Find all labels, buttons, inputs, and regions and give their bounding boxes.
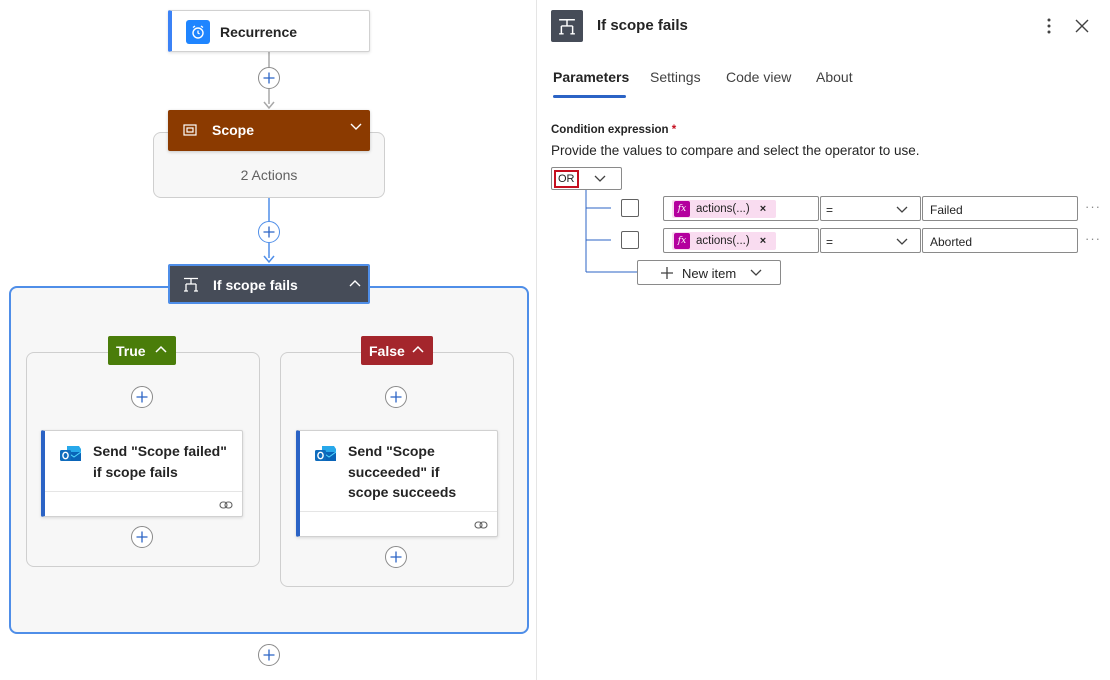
left-operand-field[interactable]: fx actions(...) × <box>663 196 819 221</box>
panel-title[interactable]: If scope fails <box>597 17 688 34</box>
remove-token-icon[interactable]: × <box>759 203 767 215</box>
link-icon <box>474 521 488 529</box>
token-text: actions(...) <box>696 235 750 247</box>
chevron-down-icon[interactable] <box>350 123 362 131</box>
plus-icon <box>263 649 275 661</box>
scope-header[interactable]: Scope <box>168 110 370 151</box>
operator-dropdown[interactable]: = <box>820 196 921 221</box>
group-operator-value: OR <box>554 170 579 188</box>
plus-icon <box>263 226 275 238</box>
plus-icon <box>661 267 673 279</box>
row-more-icon[interactable]: ··· <box>1085 231 1101 246</box>
false-branch-label[interactable]: False <box>361 336 433 365</box>
row-checkbox[interactable] <box>621 231 639 249</box>
chevron-down-icon <box>896 206 908 213</box>
outlook-icon <box>60 446 82 461</box>
scope-action-count: 2 Actions <box>240 167 298 183</box>
chevron-down-icon <box>750 269 762 276</box>
chevron-up-icon[interactable] <box>349 279 361 287</box>
chevron-up-icon[interactable] <box>411 342 425 356</box>
card-divider <box>45 491 242 492</box>
remove-token-icon[interactable]: × <box>759 235 767 247</box>
plus-icon <box>136 391 148 403</box>
insert-step-button[interactable] <box>131 526 153 548</box>
right-operand-value: Failed <box>930 203 963 217</box>
operator-value: = <box>826 235 834 249</box>
scope-icon <box>183 124 197 136</box>
details-panel: If scope fails Parameters Settings Code … <box>536 0 1110 680</box>
condition-expression-label: Condition expression * <box>551 124 676 136</box>
insert-step-button[interactable] <box>258 67 280 89</box>
group-operator-dropdown[interactable]: OR <box>551 167 622 190</box>
condition-tree-lines <box>585 190 638 273</box>
insert-step-button[interactable] <box>385 546 407 568</box>
row-checkbox[interactable] <box>621 199 639 217</box>
plus-icon <box>136 531 148 543</box>
operator-dropdown[interactable]: = <box>820 228 921 253</box>
right-operand-value: Aborted <box>930 235 973 249</box>
link-icon <box>219 501 233 509</box>
card-divider <box>300 511 497 512</box>
row-more-icon[interactable]: ··· <box>1085 199 1101 214</box>
action-title: Send "Scope succeeded" if scope succeeds <box>348 443 457 500</box>
insert-step-button[interactable] <box>258 221 280 243</box>
plus-icon <box>263 72 275 84</box>
chevron-up-icon[interactable] <box>154 342 168 356</box>
right-operand-field[interactable]: Failed <box>922 196 1078 221</box>
expression-token[interactable]: fx actions(...) × <box>672 200 776 218</box>
action-card-scope-failed[interactable]: Send "Scope failed" if scope fails <box>41 430 243 517</box>
function-icon: fx <box>674 201 690 217</box>
new-item-button[interactable]: New item <box>637 260 781 285</box>
expression-token[interactable]: fx actions(...) × <box>672 232 776 250</box>
tab-code-view[interactable]: Code view <box>726 69 792 85</box>
condition-header[interactable]: If scope fails <box>168 264 370 304</box>
condition-title: If scope fails <box>213 277 298 293</box>
tab-settings[interactable]: Settings <box>650 69 701 85</box>
alarm-clock-icon <box>186 20 210 44</box>
recurrence-trigger-card[interactable]: Recurrence <box>168 10 370 52</box>
scope-title: Scope <box>212 122 255 138</box>
true-branch-text: True <box>116 342 146 359</box>
operator-value: = <box>826 203 834 217</box>
tab-about[interactable]: About <box>816 69 853 85</box>
workflow-designer-canvas[interactable]: Recurrence 2 Actions Scope If scope fail… <box>0 0 536 680</box>
condition-icon <box>551 10 583 42</box>
plus-icon <box>390 551 402 563</box>
outlook-icon <box>315 446 337 461</box>
function-icon: fx <box>674 233 690 249</box>
left-operand-field[interactable]: fx actions(...) × <box>663 228 819 253</box>
new-item-label: New item <box>682 266 737 281</box>
condition-label-text: Condition expression <box>551 124 669 136</box>
recurrence-title: Recurrence <box>220 24 298 40</box>
active-tab-indicator <box>553 95 626 98</box>
more-options-icon[interactable] <box>1045 17 1053 35</box>
plus-icon <box>390 391 402 403</box>
insert-step-button[interactable] <box>385 386 407 408</box>
condition-description: Provide the values to compare and select… <box>551 143 920 158</box>
action-card-scope-succeeded[interactable]: Send "Scope succeeded" if scope succeeds <box>296 430 498 537</box>
chevron-down-icon <box>896 238 908 245</box>
insert-step-button[interactable] <box>258 644 280 666</box>
close-icon[interactable] <box>1075 19 1089 33</box>
condition-icon <box>184 277 198 292</box>
token-text: actions(...) <box>696 203 750 215</box>
insert-step-button[interactable] <box>131 386 153 408</box>
right-operand-field[interactable]: Aborted <box>922 228 1078 253</box>
action-title: Send "Scope failed" if scope fails <box>93 443 227 480</box>
chevron-down-icon <box>594 175 606 182</box>
tab-parameters[interactable]: Parameters <box>553 69 630 85</box>
true-branch-label[interactable]: True <box>108 336 176 365</box>
required-marker: * <box>671 124 677 136</box>
false-branch-text: False <box>369 342 405 359</box>
